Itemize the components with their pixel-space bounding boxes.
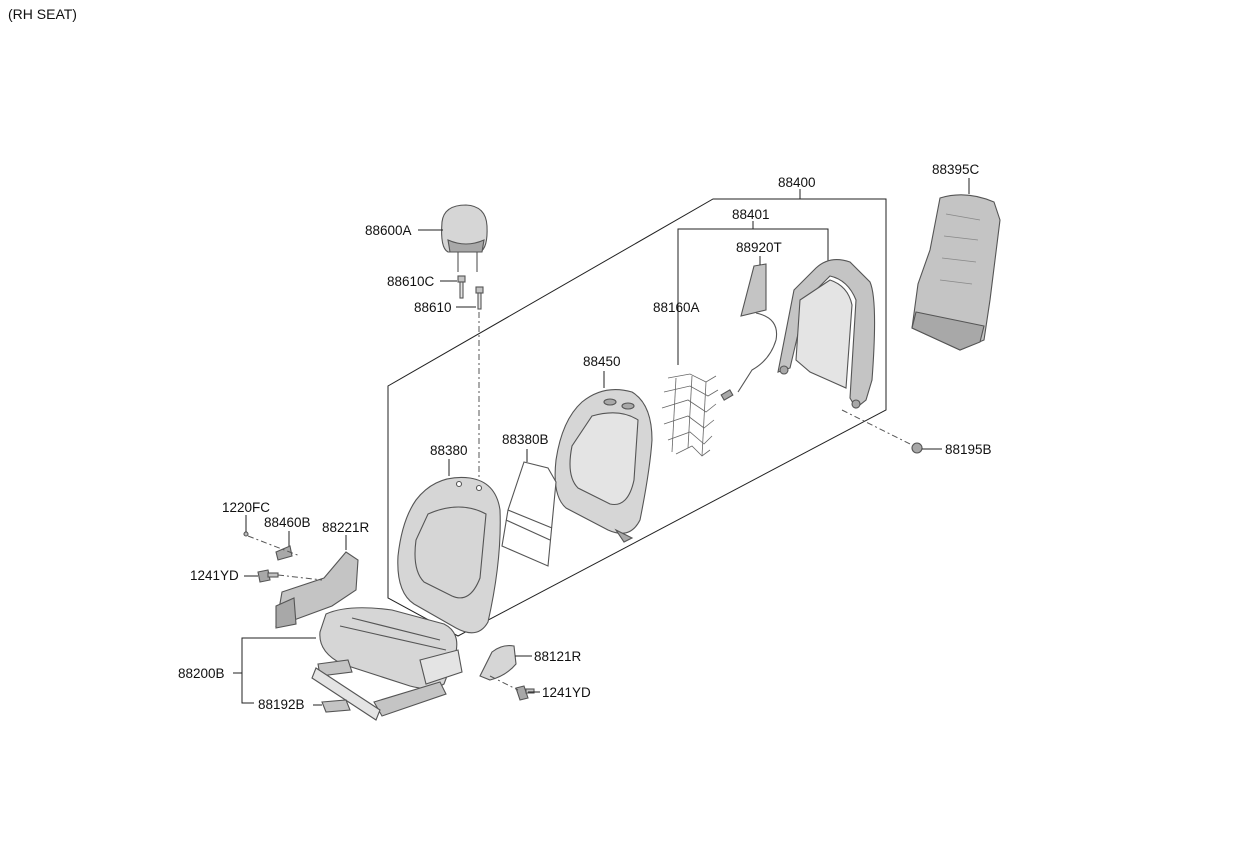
part-label-88610C: 88610C [387, 274, 435, 289]
leader-88200B-bracket [241, 637, 316, 704]
part-label-88395C: 88395C [932, 162, 980, 177]
part-label-88400: 88400 [778, 175, 816, 190]
screw-axis-1241YD-right [489, 675, 519, 691]
part-label-1241YD-left: 1241YD [190, 568, 239, 583]
seat-cushion-88200B [311, 607, 463, 721]
bolt-axis [841, 409, 913, 446]
back-pad-88450 [554, 389, 653, 543]
module-88920T [720, 263, 778, 401]
part-label-88380: 88380 [430, 443, 468, 458]
part-label-88920T: 88920T [736, 240, 782, 255]
diagram-caption: (RH SEAT) [8, 6, 77, 22]
part-label-88380B: 88380B [502, 432, 549, 447]
bolt-88195B [911, 442, 923, 454]
part-label-88450: 88450 [583, 354, 621, 369]
headrest-guide-88610C [457, 275, 466, 299]
seatback-frame [777, 259, 876, 409]
part-label-1241YD-right: 1241YD [542, 685, 591, 700]
bracket-88460B [275, 545, 293, 561]
part-label-88200B: 88200B [178, 666, 225, 681]
side-shield-88221R [275, 551, 359, 629]
back-cover-88380 [397, 476, 501, 634]
part-label-88600A: 88600A [365, 223, 412, 238]
screw-axis-1220FC [247, 535, 301, 557]
back-board-88395C [911, 194, 1001, 351]
screw-axis-1241YD-left [277, 574, 323, 581]
part-label-1220FC: 1220FC [222, 500, 270, 515]
clip-88192B [321, 699, 351, 713]
part-label-88401: 88401 [732, 207, 770, 222]
part-label-88460B: 88460B [264, 515, 311, 530]
part-label-88192B: 88192B [258, 697, 305, 712]
back-board-88380B [501, 461, 557, 567]
screw-1241YD-right [515, 685, 535, 701]
part-label-88610: 88610 [414, 300, 452, 315]
part-label-88121R: 88121R [534, 649, 582, 664]
lumbar-mesh [661, 373, 719, 457]
part-label-88160A: 88160A [653, 300, 700, 315]
assembly-boundary [387, 198, 887, 637]
part-label-88195B: 88195B [945, 442, 992, 457]
headrest [441, 204, 488, 272]
screw-1241YD-left [257, 569, 279, 583]
side-cover-88121R [479, 645, 517, 681]
part-label-88221R: 88221R [322, 520, 370, 535]
headrest-guide-88610 [475, 286, 484, 310]
screw-1220FC [243, 531, 249, 537]
